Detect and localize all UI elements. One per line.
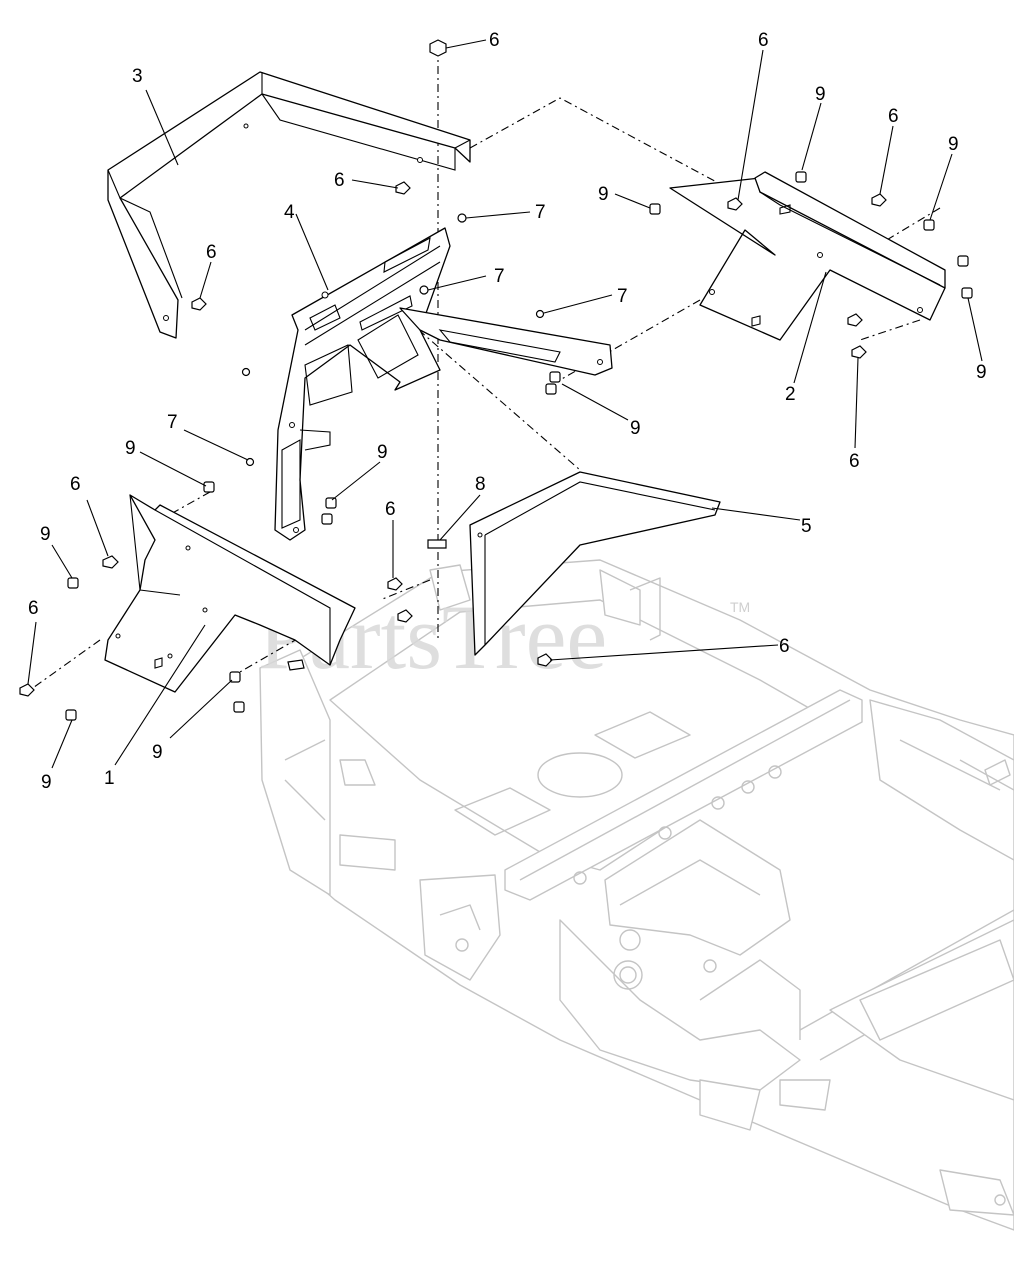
callouts: 3 6 6 6 4 7 7 7 9 6 9 6 9 9 9 2 6 7 9 9 … [28,30,987,793]
callout-part-6: 6 [489,30,500,51]
part-1-left-panel [104,494,356,693]
part-3-rear-guard [107,71,471,339]
callout-part-6: 6 [28,598,39,619]
callout-part-7: 7 [535,202,546,223]
pin-icon [241,213,545,467]
leader-lines [27,39,983,769]
callout-part-6: 6 [70,474,81,495]
callout-part-6: 6 [758,30,769,51]
callout-part-9: 9 [41,772,52,793]
callout-part-9: 9 [40,524,51,545]
nut-icon [65,171,973,721]
callout-part-6: 6 [385,499,396,520]
part-4-center-bracket [274,227,613,541]
callout-part-6: 6 [779,636,790,657]
callout-part-9: 9 [125,438,136,459]
callout-part-9: 9 [152,742,163,763]
callout-part-6: 6 [206,242,217,263]
mower-frame [259,559,1014,1231]
callout-part-6: 6 [888,106,899,127]
watermark-trademark: TM [730,599,750,615]
callout-part-7: 7 [617,286,628,307]
callout-part-4: 4 [284,202,295,223]
callout-part-9: 9 [377,442,388,463]
callout-part-7: 7 [494,266,505,287]
bolt-icon [19,39,887,697]
callout-part-9: 9 [630,418,641,439]
part-5-fender [469,471,721,656]
callout-part-5: 5 [801,516,812,537]
callout-part-8: 8 [475,474,486,495]
callout-part-9: 9 [815,84,826,105]
callout-part-6: 6 [334,170,345,191]
callout-part-6: 6 [849,451,860,472]
callout-part-2: 2 [785,384,796,405]
hardware [19,39,973,721]
callout-part-9: 9 [598,184,609,205]
callout-part-3: 3 [132,66,143,87]
callout-part-7: 7 [167,412,178,433]
callout-part-9: 9 [948,134,959,155]
part-2-right-panel [669,171,946,341]
callout-part-9: 9 [976,362,987,383]
callout-part-1: 1 [104,768,115,789]
